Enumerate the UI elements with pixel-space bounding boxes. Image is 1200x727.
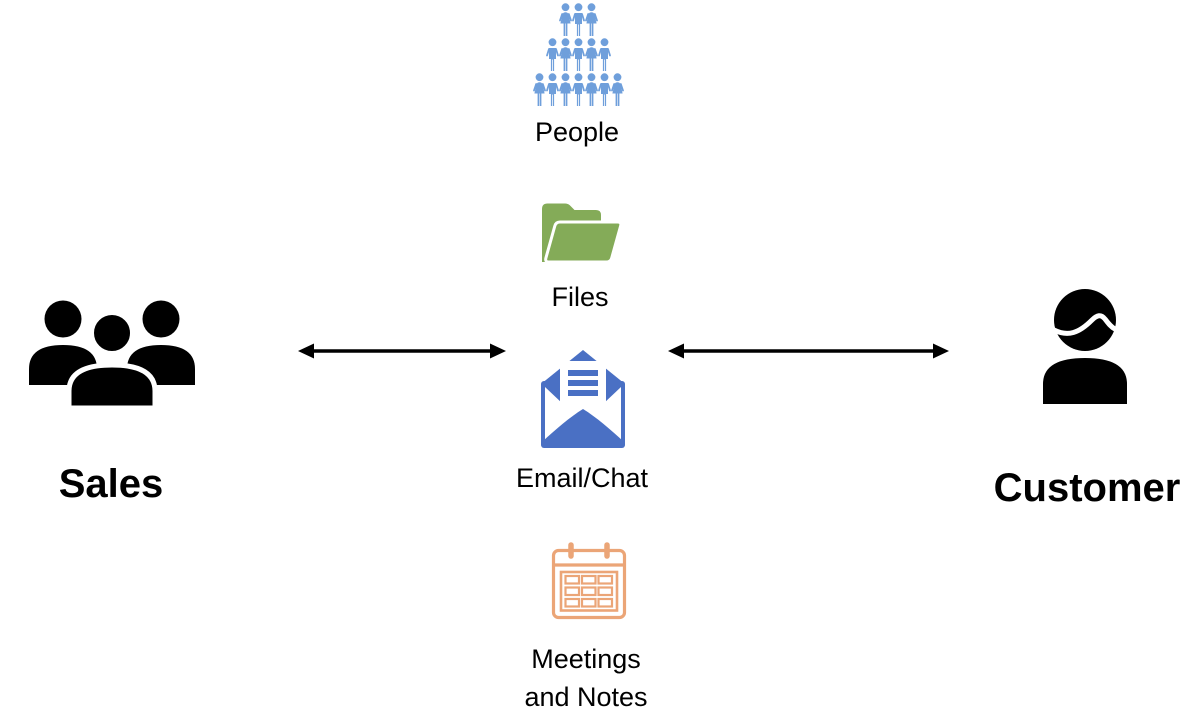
meetings-notes-label-line1: Meetings — [531, 644, 641, 674]
calendar-icon — [550, 541, 628, 621]
people-label: People — [534, 117, 620, 147]
meetings-notes-label: Meetings and Notes — [524, 640, 647, 716]
sales-team-icon — [23, 292, 201, 408]
meetings-notes-label-line2: and Notes — [524, 682, 648, 712]
customer-person-icon — [1032, 287, 1138, 404]
open-folder-icon — [540, 199, 624, 266]
files-label: Files — [551, 282, 609, 312]
email-chat-label: Email/Chat — [515, 463, 649, 493]
left-double-arrow — [298, 339, 506, 363]
crowd-people-icon — [531, 3, 626, 107]
open-envelope-letter-icon — [537, 350, 629, 451]
sales-label: Sales — [58, 462, 164, 506]
right-double-arrow — [668, 339, 949, 363]
customer-label: Customer — [993, 466, 1181, 510]
